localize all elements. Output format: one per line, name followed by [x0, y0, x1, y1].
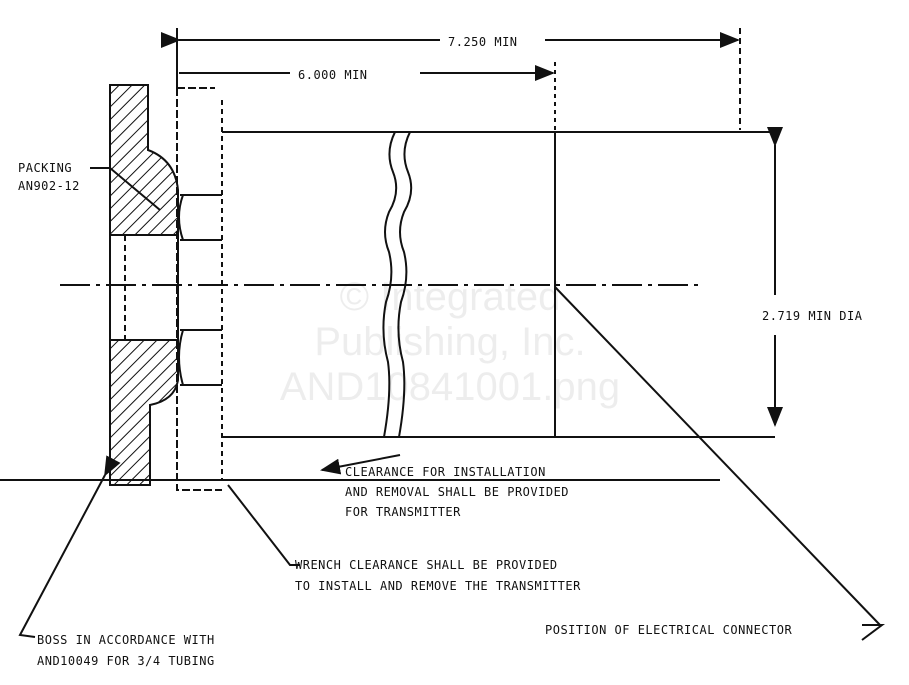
- watermark: © Integrated Publishing, Inc. AND1084100…: [280, 275, 620, 409]
- packing-label-2: AN902-12: [18, 179, 80, 193]
- wrench-leader: [227, 484, 300, 566]
- boss-port: [109, 234, 179, 341]
- break-line-1: [382, 131, 398, 438]
- boss-label-2: AND10049 FOR 3/4 TUBING: [37, 654, 215, 668]
- break-line-2: [397, 131, 413, 438]
- boss-leader: [18, 455, 121, 638]
- wrench-label-2: TO INSTALL AND REMOVE THE TRANSMITTER: [295, 579, 581, 593]
- watermark-line-3: AND10841001.png: [280, 365, 620, 409]
- connector-leader: [554, 286, 881, 626]
- boss-label-1: BOSS IN ACCORDANCE WITH: [37, 633, 215, 647]
- connector-label: POSITION OF ELECTRICAL CONNECTOR: [545, 623, 792, 637]
- diameter-label: 2.719 MIN DIA: [762, 309, 863, 323]
- clearance-label-1: CLEARANCE FOR INSTALLATION: [345, 465, 546, 479]
- clearance-leader: [320, 454, 401, 475]
- clearance-label-2: AND REMOVAL SHALL BE PROVIDED: [345, 485, 569, 499]
- wrench-label-1: WRENCH CLEARANCE SHALL BE PROVIDED: [295, 558, 558, 572]
- hex-nut-outline: [176, 87, 222, 491]
- connector-leader-tail: [861, 624, 885, 641]
- overall-length-label: 7.250 MIN: [448, 35, 518, 49]
- hex-flats: [178, 194, 222, 386]
- packing-label-1: PACKING: [18, 161, 72, 175]
- watermark-line-1: © Integrated: [340, 275, 561, 319]
- watermark-line-2: Publishing, Inc.: [314, 320, 585, 364]
- boss-hatched-lower: [109, 339, 179, 486]
- clearance-length-label: 6.000 MIN: [298, 68, 368, 82]
- clearance-label-3: FOR TRANSMITTER: [345, 505, 461, 519]
- boss-hatched-upper: [109, 84, 179, 236]
- packing-leader: [90, 167, 161, 211]
